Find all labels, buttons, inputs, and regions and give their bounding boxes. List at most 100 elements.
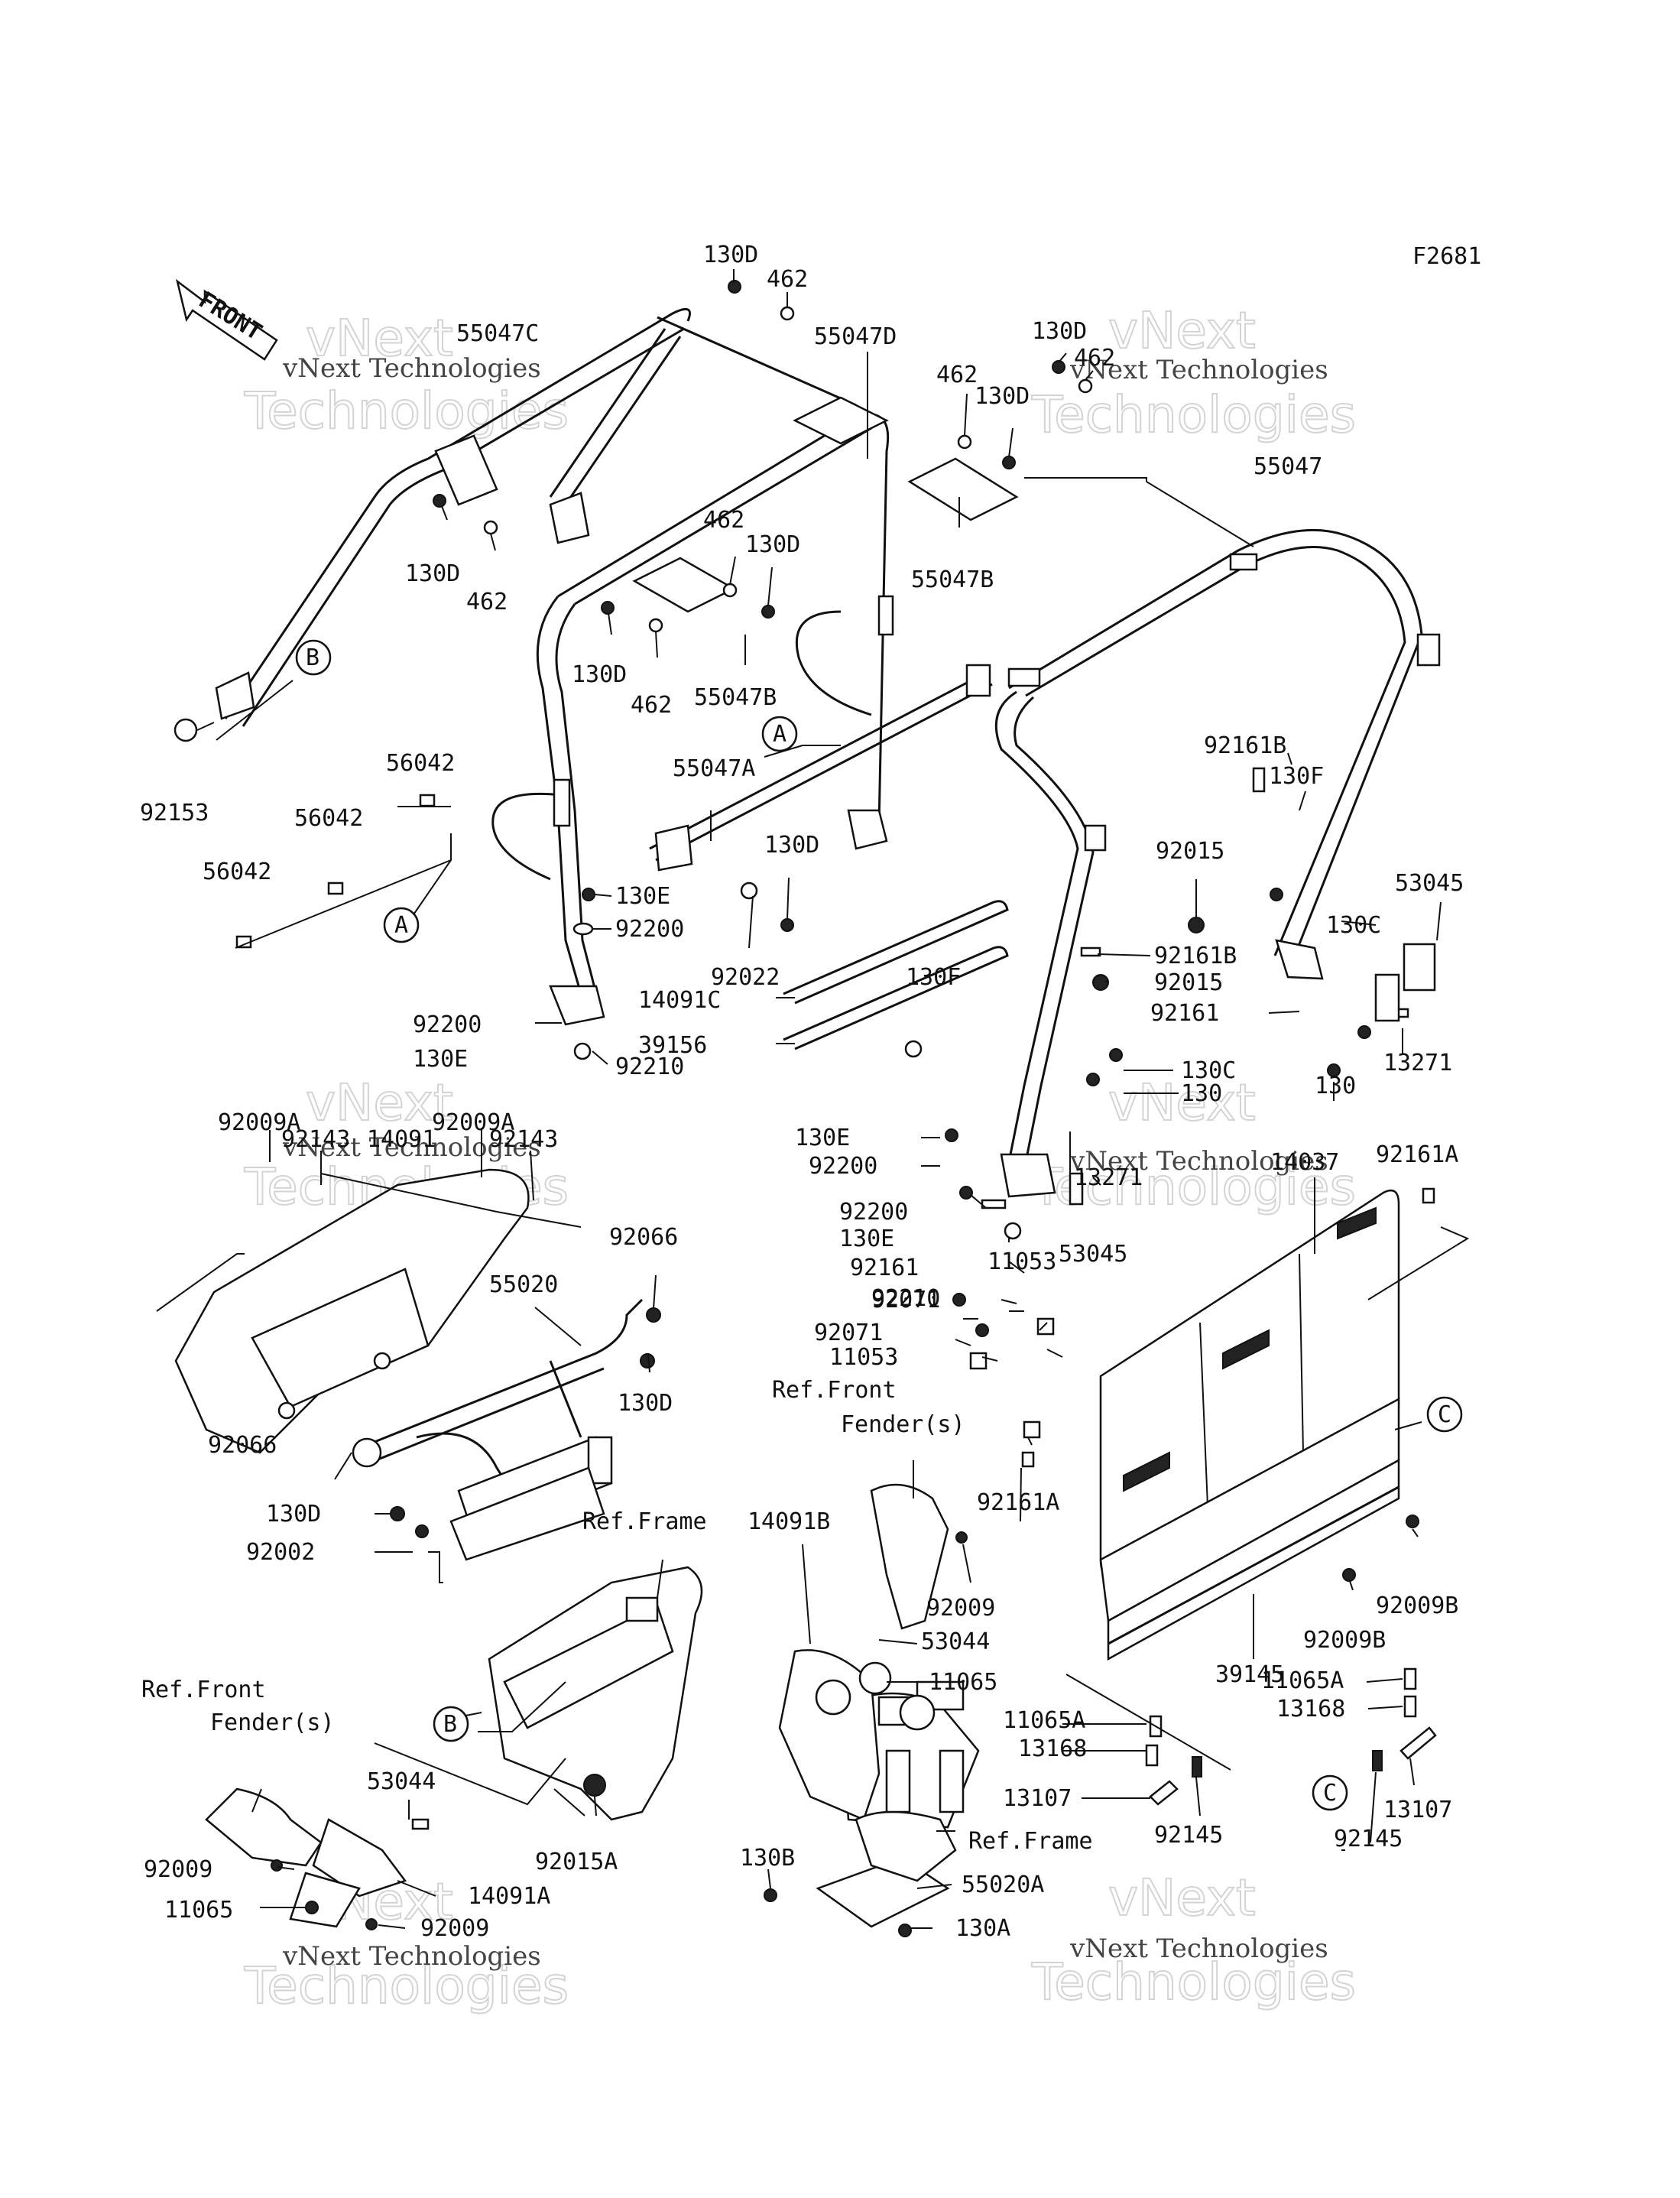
part-label: 92143 — [489, 1126, 558, 1153]
figure-code: F2681 — [1412, 243, 1481, 270]
part-label: 130E — [413, 1046, 468, 1073]
part-label: 462 — [466, 589, 508, 615]
tubes — [783, 900, 1009, 1050]
part-label: 56042 — [203, 859, 271, 885]
part-label: 11053 — [829, 1344, 898, 1371]
part-label: 92200 — [809, 1153, 877, 1180]
part-label: 130 — [1181, 1080, 1222, 1107]
part-label: 39145 — [1215, 1661, 1284, 1688]
part-label: 130D — [745, 531, 800, 558]
part-label: 92161B — [1154, 943, 1237, 969]
front-bumper — [352, 1298, 644, 1561]
part-label: 55020 — [489, 1271, 558, 1298]
callout-circle-b — [433, 1706, 469, 1742]
part-label: 92066 — [609, 1224, 678, 1251]
callout-circle-b — [295, 639, 332, 676]
part-label: 130F — [1269, 763, 1324, 790]
part-label: 53045 — [1395, 870, 1464, 897]
callout-circle-c — [1312, 1774, 1348, 1811]
watermark-big: vNext — [306, 1073, 453, 1132]
callout-label: A — [394, 912, 408, 939]
part-label: Ref.Frame — [582, 1508, 707, 1535]
callout-circle-a — [761, 716, 798, 752]
part-label: 462 — [1074, 345, 1115, 372]
part-label: 13271 — [1383, 1050, 1452, 1076]
watermark-text: vNext Technologies — [1069, 1146, 1328, 1177]
part-label: Fender(s) — [841, 1411, 965, 1438]
part-label: 130D — [764, 832, 819, 859]
front-fascia — [174, 1168, 530, 1454]
front-fender-left — [205, 1787, 407, 1928]
part-label: 55047B — [694, 684, 777, 711]
part-label: Fender(s) — [210, 1709, 335, 1736]
part-label: 92071 — [814, 1320, 883, 1346]
hardware — [174, 280, 1437, 1937]
part-label: 130A — [955, 1915, 1010, 1942]
part-label: 92210 — [871, 1285, 940, 1312]
callout-label: B — [306, 644, 319, 671]
part-label: 92009B — [1303, 1627, 1386, 1654]
part-label: 13168 — [1276, 1696, 1345, 1722]
part-label: 92002 — [246, 1539, 315, 1566]
part-label: 92210 — [615, 1054, 684, 1080]
watermark-text: vNext Technologies — [282, 353, 541, 384]
callout-label: B — [443, 1711, 457, 1738]
callout-label: A — [773, 721, 786, 748]
part-label: 56042 — [386, 750, 455, 777]
part-label: 55047A — [673, 755, 755, 782]
part-label: 56042 — [294, 805, 363, 832]
part-label: 92161A — [977, 1489, 1059, 1516]
part-label: 53044 — [921, 1628, 990, 1655]
skid-plate — [816, 1749, 965, 1928]
part-label: 92009A — [218, 1109, 300, 1136]
part-label: 11065 — [164, 1897, 233, 1924]
part-label: 14091C — [638, 987, 721, 1014]
part-label: 92200 — [615, 916, 684, 943]
part-label: 92200 — [413, 1011, 482, 1038]
part-label: 13168 — [1018, 1735, 1087, 1762]
part-label: Ref.Front — [772, 1377, 897, 1404]
part-label: 92009 — [144, 1856, 212, 1883]
part-label: 92009 — [420, 1915, 489, 1942]
part-label: 92009 — [926, 1595, 995, 1622]
part-label: 92015A — [535, 1849, 618, 1875]
watermark-text: vNext Technologies — [1069, 1933, 1328, 1964]
watermark-big: vNext — [1108, 1868, 1256, 1927]
part-label: 92143 — [281, 1126, 350, 1153]
part-label: 11065 — [929, 1669, 997, 1696]
part-label: 462 — [936, 362, 978, 388]
part-label: 130E — [615, 883, 670, 910]
part-label: 14091B — [748, 1508, 830, 1535]
part-label: 130D — [975, 383, 1030, 410]
front-fender-right — [778, 1483, 949, 1821]
part-label: 462 — [703, 507, 744, 534]
part-label: 130B — [740, 1845, 795, 1872]
part-label: 92145 — [1154, 1822, 1223, 1849]
part-label: 130D — [266, 1501, 321, 1528]
part-label: Ref.Frame — [968, 1828, 1093, 1855]
part-label: 11065A — [1261, 1667, 1344, 1694]
part-label: 130E — [839, 1226, 894, 1252]
part-label: Ref.Front — [141, 1677, 266, 1703]
part-label: 92145 — [1334, 1826, 1403, 1852]
part-label: 13107 — [1003, 1785, 1072, 1812]
part-label: 130D — [703, 242, 758, 268]
frame-reference — [488, 1566, 980, 1829]
watermark-big: Technologies — [1031, 1157, 1356, 1216]
part-label: 92009A — [432, 1109, 514, 1136]
rear-panel — [1099, 1189, 1400, 1661]
watermark-big: Technologies — [1031, 1953, 1356, 2011]
part-label: 92161A — [1376, 1141, 1458, 1168]
part-label: 53044 — [367, 1768, 436, 1795]
part-label: 11053 — [988, 1248, 1056, 1275]
part-label: 92161 — [1150, 1000, 1219, 1027]
part-label: 55047C — [456, 320, 539, 347]
part-label: 92161 — [850, 1255, 919, 1281]
part-label: 92200 — [839, 1199, 908, 1226]
part-label: 462 — [631, 692, 672, 719]
part-label: 92071 — [871, 1287, 940, 1313]
part-label: 55047 — [1254, 453, 1322, 480]
callout-circle-c — [1426, 1396, 1463, 1433]
watermark-big: vNext — [306, 309, 453, 368]
